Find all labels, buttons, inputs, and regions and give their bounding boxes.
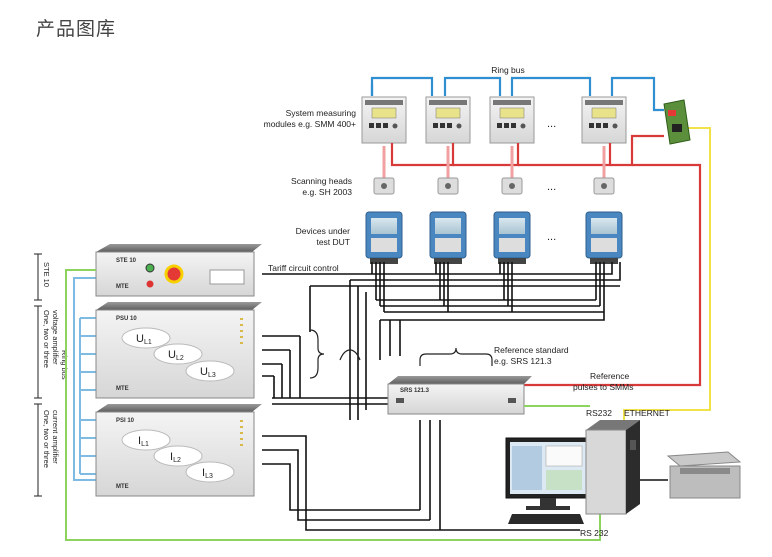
ethernet-yellow	[623, 127, 711, 426]
printer	[666, 451, 742, 499]
voltage-l1: UL1	[136, 333, 152, 346]
sh-label-2: e.g. SH 2003	[302, 187, 352, 197]
ellipsis-dut: ...	[547, 231, 556, 243]
scanning-head	[593, 177, 615, 195]
voltage-amp-label-1: One, two or three	[42, 310, 51, 368]
ring-bus-side	[73, 277, 96, 481]
dut-label-2: test DUT	[316, 237, 350, 247]
smm-module	[361, 96, 407, 144]
rs232-green	[65, 269, 601, 541]
smm-module	[489, 96, 535, 144]
psi-10-unit: PSI 10 MTE IL1 IL2 IL3	[95, 404, 262, 497]
sh-label-1: Scanning heads	[291, 176, 352, 186]
psu-mte: MTE	[116, 386, 129, 392]
pc-tower	[585, 420, 640, 515]
smm-label-2: modules e.g. SMM 400+	[264, 119, 356, 129]
side-brackets	[34, 253, 42, 497]
ring-bus-top	[370, 76, 664, 112]
rs232-top-label: RS232	[586, 408, 612, 418]
dut-meter	[365, 211, 403, 264]
scan-arrows	[382, 146, 606, 178]
ellipsis-smm: ...	[547, 118, 556, 130]
pc-keyboard	[508, 514, 584, 524]
rs232-bottom-label: RS 232	[580, 528, 609, 538]
ref-pulses-label-2: pulses to SMMs	[573, 382, 633, 392]
ref-standard-label-1: Reference standard	[494, 345, 569, 355]
ste-mte: MTE	[116, 284, 129, 290]
psu-title: PSU 10	[116, 316, 137, 322]
ste-side-label: STE 10	[42, 262, 51, 287]
pulse-lines	[390, 134, 702, 387]
smm-module	[425, 96, 471, 144]
current-l3: IL3	[202, 467, 213, 480]
srs-title: SRS 121.3	[400, 388, 430, 394]
tariff-label: Tariff circuit control	[268, 263, 339, 273]
voltage-l3: UL3	[200, 366, 216, 379]
psi-title: PSI 10	[116, 418, 135, 424]
voltage-l2: UL2	[168, 349, 184, 362]
ethernet-label: ETHERNET	[624, 408, 670, 418]
current-amp-label-2: current amplifier	[51, 410, 60, 464]
page-title: 产品图库	[36, 18, 117, 40]
dut-label-1: Devices under	[296, 226, 351, 236]
scanning-head	[501, 177, 523, 195]
dut-meter	[585, 211, 623, 264]
psu-10-unit: PSU 10 MTE UL1 UL2 UL3	[95, 302, 262, 399]
braces	[309, 329, 493, 379]
current-amp-label-1: One, two or three	[42, 410, 51, 468]
dut-meter	[429, 211, 467, 264]
smm-module	[581, 96, 627, 144]
psi-mte: MTE	[116, 484, 129, 490]
scanning-head	[437, 177, 459, 195]
wiring	[262, 262, 621, 531]
ref-pulses-label-1: Reference	[590, 371, 629, 381]
voltage-amp-label-2: voltage amplifier	[51, 310, 60, 365]
dut-meter	[493, 211, 531, 264]
pc-monitor	[505, 437, 591, 510]
ste-10-unit: STE 10 MTE	[95, 244, 262, 297]
ring-bus-top-label: Ring bus	[491, 65, 525, 75]
ref-standard-label-2: e.g. SRS 121.3	[494, 356, 552, 366]
ellipsis-sh: ...	[547, 181, 556, 193]
hub-board	[663, 99, 691, 145]
current-l1: IL1	[138, 435, 149, 448]
scanning-head	[373, 177, 395, 195]
current-l2: IL2	[170, 451, 181, 464]
srs-unit: SRS 121.3	[387, 376, 532, 415]
ste-title: STE 10	[116, 258, 137, 264]
smm-label-1: System measuring	[286, 108, 357, 118]
ring-bus-side-label: Ring bus	[60, 350, 69, 380]
